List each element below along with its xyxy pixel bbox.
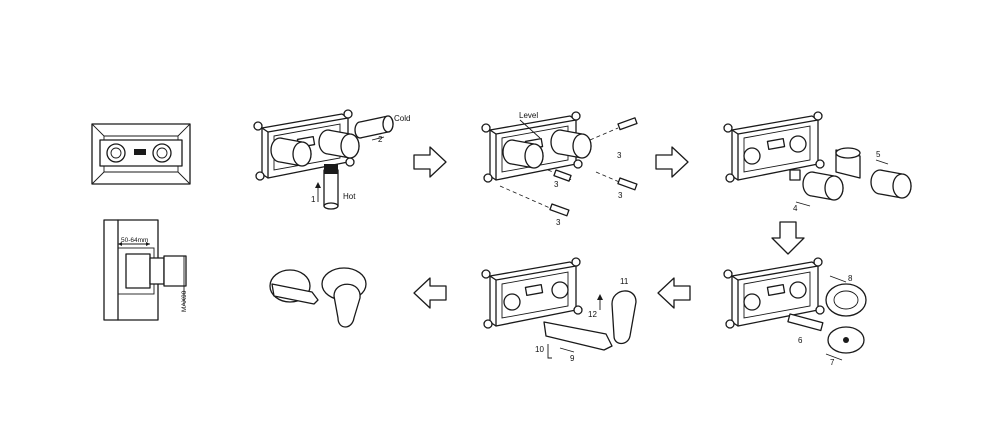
screws-icon [499,117,638,217]
step-caps-diagram [723,111,825,183]
step-spout-plates-diagram [723,257,825,329]
cold-label: Cold [394,114,410,123]
step-3c-label: 3 [618,191,623,200]
flow-arrow-right-icon [413,146,447,178]
step-4-label: 4 [793,204,798,213]
step-12-label: 12 [588,310,597,319]
dimension-max-label: MAX90 [181,290,188,312]
hot-pipe-icon [315,164,339,210]
step-1-label: 1 [311,195,316,204]
cold-pipe-icon [354,115,394,141]
step-5-label: 5 [876,150,881,159]
step-6-label: 6 [798,336,803,345]
flow-arrow-left-2-icon [413,277,447,309]
step-3a-label: 3 [617,151,622,160]
step-3b-label: 3 [554,180,559,189]
dimension-depth-label: 50-64mm [121,237,148,244]
step-8-label: 8 [848,274,853,283]
cap-covers-icon [789,147,912,207]
spout-and-handle-icon [543,290,637,359]
step-7-label: 7 [830,358,835,367]
step-3d-label: 3 [556,218,561,227]
cover-plates-icon [787,275,867,361]
flow-arrow-right-2-icon [655,146,689,178]
step-9-label: 9 [570,354,575,363]
step-10-label: 10 [535,345,544,354]
step-2-label: 2 [378,135,383,144]
flow-arrow-down-icon [771,221,805,255]
side-view-icon [103,219,187,321]
flow-arrow-left-icon [657,277,691,309]
front-view-icon [91,123,191,185]
hot-label: Hot [343,192,356,201]
level-label: Level [519,111,538,120]
step-handle-mount-diagram [481,257,583,329]
step-level-diagram [481,111,592,183]
step-11-label: 11 [620,277,629,286]
step-inlets-diagram [253,109,360,181]
finished-fixture-icon [269,267,367,328]
